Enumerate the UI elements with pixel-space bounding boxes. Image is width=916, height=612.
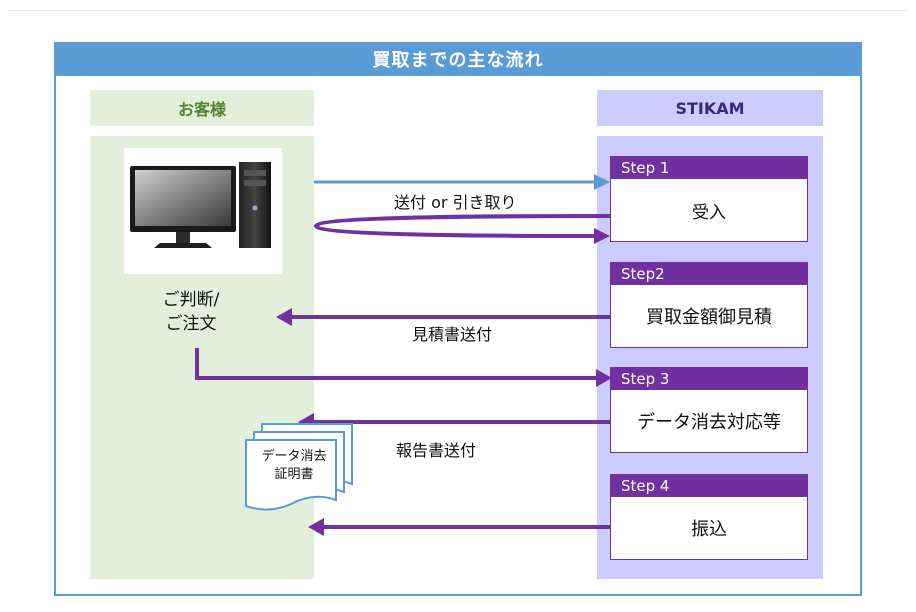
decision-line-1: ご判断/ — [162, 290, 220, 310]
arrow-label-send: 送付 or 引き取り — [394, 193, 517, 212]
step-3-box: Step 3 データ消去対応等 — [610, 367, 808, 453]
send-arrow — [314, 174, 610, 190]
step-1-box: Step 1 受入 — [610, 156, 808, 242]
certificate-line-2: 証明書 — [274, 467, 314, 482]
arrow-label-estimate: 見積書送付 — [412, 325, 493, 344]
decision-line-2: ご注文 — [165, 314, 217, 334]
step-1-body: 受入 — [692, 202, 726, 223]
step-4-header: Step 4 — [611, 475, 807, 497]
payment-arrow — [308, 518, 610, 536]
lane-header-customer: お客様 — [90, 90, 314, 126]
certificate-line-1: データ消去 — [261, 449, 327, 464]
arrow-label-report: 報告書送付 — [396, 441, 477, 460]
computer-icon — [124, 148, 282, 274]
certificate-document-icon — [245, 423, 353, 511]
certificate-label: データ消去 証明書 — [246, 448, 342, 484]
step-4-box: Step 4 振込 — [610, 474, 808, 560]
lane-header-stikam: STIKAM — [597, 90, 823, 126]
order-arrow — [195, 348, 612, 387]
step-3-body: データ消去対応等 — [637, 412, 781, 433]
pickup-loop-arrow — [313, 214, 611, 238]
step-3-header: Step 3 — [611, 368, 807, 390]
step-1-header: Step 1 — [611, 157, 807, 179]
step-2-header: Step2 — [611, 263, 807, 285]
estimate-arrow — [276, 308, 610, 326]
decision-label: ご判断/ ご注文 — [136, 288, 246, 336]
diagram-title: 買取までの主な流れ — [54, 42, 862, 76]
step-2-body: 買取金額御見積 — [646, 307, 772, 328]
step-2-box: Step2 買取金額御見積 — [610, 262, 808, 348]
top-divider — [8, 10, 908, 11]
step-4-body: 振込 — [691, 519, 727, 540]
